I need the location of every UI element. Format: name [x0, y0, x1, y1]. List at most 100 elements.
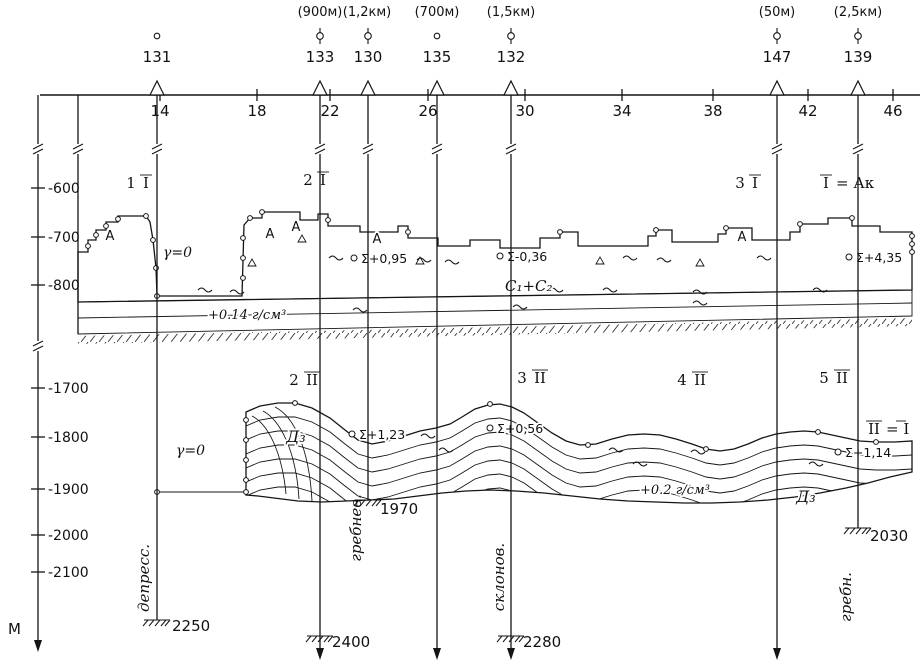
borehole-distance: (1,5км) [487, 5, 535, 20]
horizon-roman: I [752, 174, 758, 192]
gamma-zero-label: γ=0 [176, 443, 205, 459]
sigma-value: Σ+0,95 [361, 251, 407, 266]
slope-word: гребн. [837, 572, 855, 622]
borehole-triangle-icon [503, 80, 519, 96]
borehole-id: 130 [354, 48, 383, 66]
borehole-triangle-icon [769, 80, 785, 96]
borehole-distance: (1,2км) [343, 5, 391, 20]
well-symbol-icon [153, 32, 161, 40]
slope-word: гребнев. [347, 494, 365, 561]
formation-label: Д₃ [285, 427, 305, 446]
axis-unit-label: М [8, 620, 21, 638]
lower-lithology-marks [420, 433, 824, 467]
well-symbol-icon [433, 32, 441, 40]
well-symbol-icon [507, 27, 515, 45]
sigma-value: Σ-0,36 [507, 249, 547, 264]
x-tick-label: 38 [703, 102, 722, 120]
layer-a-label: А [106, 229, 115, 244]
borehole-distance: (2,5км) [834, 5, 882, 20]
x-tick-label: 46 [883, 102, 902, 120]
borehole-distance: (700м) [415, 5, 460, 20]
density-label: +0.14 г/см³ [208, 308, 286, 323]
formation-label: C₁+C₂ [505, 277, 553, 295]
x-tick-label: 14 [150, 102, 169, 120]
well-symbol-icon [316, 27, 324, 45]
y-axis-arrow-icon [34, 640, 42, 652]
td-label: 2250 [172, 617, 210, 635]
horizon-number: 4 [677, 371, 687, 389]
x-tick-label: 42 [798, 102, 817, 120]
borehole-distance: (900м) [298, 5, 343, 20]
horizon-labels: 1 I 2 I 3 I I = Ак 2 II 3 II 4 II 5 II I… [126, 171, 909, 438]
lower-body [245, 402, 913, 504]
sigma-marker-icon [350, 254, 358, 262]
sigma-marker-icon [845, 253, 853, 261]
borehole-triangle-icon [850, 80, 866, 96]
depth-label: -800 [48, 278, 80, 294]
sigma-value: Σ+0,56 [497, 421, 543, 436]
sigma-marker-icon [486, 424, 494, 432]
x-tick-label: 30 [515, 102, 534, 120]
slope-word: депресс. [135, 544, 153, 612]
slope-word: склонов. [490, 543, 508, 611]
lower-section: γ=0 Σ+1,23 Σ+0,56 Σ+1,14 Д₃ Д₃ +0.2 г/см… [154, 400, 913, 508]
borehole-id: 133 [306, 48, 335, 66]
horizon-equals: = I [886, 420, 909, 438]
horizon-number: 5 [819, 369, 829, 387]
borehole-triangle-icon [429, 80, 445, 96]
well-symbol-icon [364, 27, 372, 45]
borehole-distance: (50м) [759, 5, 796, 20]
borehole-id: 131 [143, 48, 172, 66]
sigma-value: Σ+1,23 [359, 427, 405, 442]
borehole-id: 147 [763, 48, 792, 66]
layer-a-label: А [738, 230, 747, 245]
td-ground-icon [843, 527, 872, 535]
horizon-number: 2 [289, 371, 299, 389]
axes: 14 18 22 26 30 34 38 42 46 -600 -700 -80… [8, 89, 920, 652]
horizon-equals: = Ак [836, 174, 875, 192]
x-tick-label: 26 [418, 102, 437, 120]
lower-profile-circles [243, 400, 879, 483]
formation-label: Д₃ [795, 487, 815, 506]
borehole-arrow-icon [773, 648, 781, 660]
depth-label: -700 [48, 230, 80, 246]
horizon-roman: I [823, 174, 829, 192]
borehole-arrow-icon [507, 648, 515, 660]
sigma-value: Σ+4,35 [856, 250, 902, 265]
horizon-roman: II [836, 369, 848, 387]
layer-a-label: А [266, 227, 275, 242]
borehole-header: (900м) (1,2км) (700м) (1,5км) (50м) (2,5… [143, 5, 883, 66]
sigma-marker-icon [496, 252, 504, 260]
td-label: 2030 [870, 527, 908, 545]
borehole-triangle-icon [312, 80, 328, 96]
x-tick-label: 22 [320, 102, 339, 120]
horizon-number: 3 [735, 174, 745, 192]
horizon-roman: II [868, 420, 880, 438]
layer-a-label: А [292, 220, 301, 235]
horizon-roman: I [143, 174, 149, 192]
well-symbol-icon [773, 27, 781, 45]
layer-a-label: А [373, 232, 382, 247]
sublayer-inner-line [77, 302, 913, 319]
upper-section: А А А А А Σ+0,95 Σ-0,36 Σ+4,35 C₁+C₂ +0.… [77, 209, 915, 344]
profile-circles [85, 209, 915, 299]
td-label: 1970 [380, 500, 418, 518]
borehole-triangle-icon [360, 80, 376, 96]
horizon-roman: I [320, 171, 326, 189]
gamma-zero-label: γ=0 [163, 245, 192, 261]
borehole-lines: 2250 2400 1970 2280 2030 депресс. гребне… [32, 80, 908, 660]
density-label: +0.2 г/см³ [640, 483, 710, 498]
x-tick-label: 34 [612, 102, 631, 120]
horizon-number: 3 [517, 369, 527, 387]
sigma-marker-icon [348, 430, 356, 438]
upper-body [77, 211, 913, 303]
borehole-triangle-icon [149, 80, 165, 96]
ground-hatch-strip [78, 318, 912, 344]
sigma-marker-icon [834, 448, 842, 456]
horizon-roman: II [694, 371, 706, 389]
horizon-number: 2 [303, 171, 313, 189]
well-symbol-icon [854, 27, 862, 45]
borehole-id: 135 [423, 48, 452, 66]
td-label: 2280 [523, 633, 561, 651]
depth-label: -2000 [48, 528, 89, 544]
